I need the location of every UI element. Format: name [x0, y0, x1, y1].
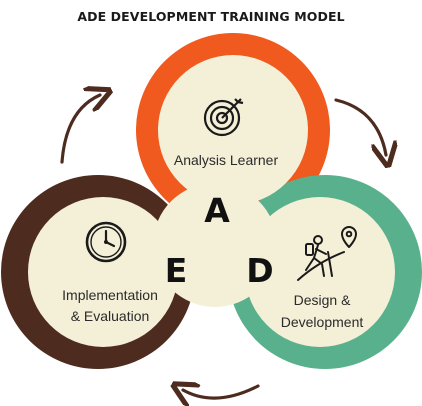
implementation-label-line1: Implementation [62, 287, 158, 303]
design-letter: D [246, 251, 273, 290]
diagram-title: ADE DEVELOPMENT TRAINING MODEL [77, 9, 345, 24]
implementation-inner [28, 197, 178, 347]
target-icon [203, 98, 244, 137]
clock-icon [85, 221, 127, 263]
design-inner [245, 197, 395, 347]
arrow-top-left [60, 95, 100, 164]
analysis-label: Analysis Learner [174, 152, 279, 168]
center-overlap [153, 183, 277, 307]
analysis-letter: A [204, 191, 230, 230]
design-label-line1: Design & [294, 292, 351, 308]
arrow-top-right [334, 98, 386, 155]
implementation-label-line2: & Evaluation [71, 308, 150, 324]
design-label-line2: Development [281, 314, 364, 330]
arrow-bottom [183, 386, 260, 398]
hiker-icon [297, 226, 357, 281]
implementation-letter: E [165, 251, 188, 290]
